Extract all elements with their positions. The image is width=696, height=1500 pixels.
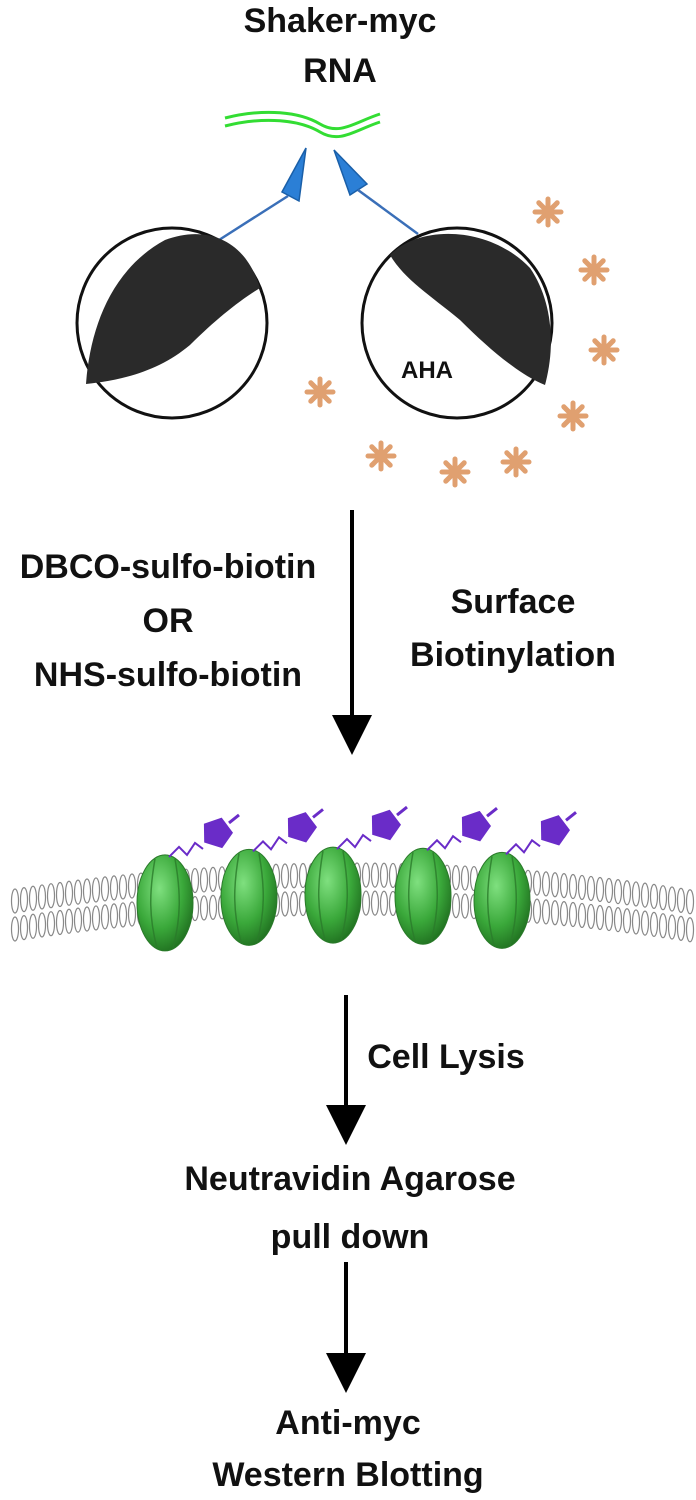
ion-channel-icon bbox=[394, 847, 452, 945]
asterisk-icon bbox=[532, 196, 564, 228]
asterisk-icon bbox=[500, 446, 532, 478]
step-lysis-label: Cell Lysis bbox=[367, 1038, 524, 1076]
biotin-tag-icon bbox=[252, 808, 324, 853]
step-surface-label-line1: Surface bbox=[451, 583, 576, 621]
biotin-tag-icon bbox=[426, 807, 498, 851]
ion-channel-icon bbox=[473, 851, 531, 949]
needle-right-icon bbox=[333, 149, 419, 236]
rna-label-line1: Shaker-myc bbox=[244, 2, 437, 40]
aha-label: AHA bbox=[401, 357, 453, 384]
asterisk-icon bbox=[557, 400, 589, 432]
biotin-tag-icon bbox=[505, 811, 577, 856]
asterisk-icon bbox=[365, 440, 397, 472]
step-surface-label-line2: Biotinylation bbox=[410, 636, 616, 674]
reagent-label-line1: DBCO-sulfo-biotin bbox=[20, 548, 317, 586]
step-pulldown-label-line1: Neutravidin Agarose bbox=[184, 1160, 515, 1198]
asterisk-icon bbox=[304, 376, 336, 408]
biotin-tag-icon bbox=[168, 813, 240, 858]
aha-molecules bbox=[304, 196, 620, 488]
step-western-label-line1: Anti-myc bbox=[275, 1404, 420, 1442]
ion-channel-icon bbox=[136, 854, 194, 952]
rna-strand-icon bbox=[224, 110, 381, 139]
asterisk-icon bbox=[588, 334, 620, 366]
ion-channel-icon bbox=[220, 848, 278, 946]
step-pulldown-label-line2: pull down bbox=[271, 1218, 430, 1256]
oocyte-icon: AHA bbox=[360, 226, 554, 420]
biotin-tag-icon bbox=[336, 805, 408, 850]
reagent-label-line3: NHS-sulfo-biotin bbox=[34, 656, 302, 694]
ion-channel-icon bbox=[304, 846, 362, 944]
ion-channels bbox=[136, 805, 577, 952]
asterisk-icon bbox=[439, 456, 471, 488]
oocyte-icon bbox=[75, 226, 269, 420]
asterisk-icon bbox=[578, 254, 610, 286]
rna-label-line2: RNA bbox=[303, 52, 377, 90]
needle-left-icon bbox=[218, 147, 307, 242]
step-western-label-line2: Western Blotting bbox=[212, 1456, 483, 1494]
reagent-label-line2: OR bbox=[143, 602, 194, 640]
